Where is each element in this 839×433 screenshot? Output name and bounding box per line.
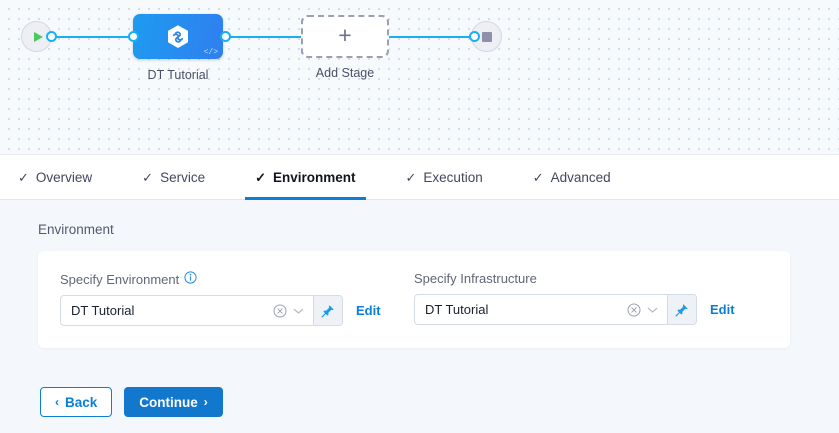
hexagon-link-icon: [166, 24, 190, 50]
specify-environment-label-row: Specify Environment: [60, 271, 414, 287]
infrastructure-select-value: DT Tutorial: [425, 302, 489, 317]
pin-infrastructure-button[interactable]: [667, 295, 696, 324]
tab-label: Overview: [35, 169, 93, 185]
infrastructure-select[interactable]: DT Tutorial: [414, 294, 697, 325]
step-tab-bar: ✓ Overview ✓ Service ✓ Environment ✓ Exe…: [0, 155, 839, 200]
stop-icon: [481, 31, 492, 42]
tab-label: Execution: [423, 169, 483, 185]
environment-card: Specify Environment DT Tutorial: [38, 251, 790, 348]
continue-button-label: Continue: [139, 394, 198, 410]
port-stage-out[interactable]: [220, 31, 231, 42]
chevron-down-icon[interactable]: [647, 306, 658, 314]
connector-wire-start: [44, 36, 134, 38]
field-label: Specify Environment: [60, 271, 180, 287]
back-button-label: Back: [65, 394, 98, 410]
info-icon[interactable]: [184, 271, 197, 287]
tab-service[interactable]: ✓ Service: [142, 155, 221, 199]
add-stage-label: Add Stage: [315, 66, 375, 80]
wizard-footer: ‹ Back Continue ›: [40, 387, 223, 417]
chevron-right-icon: ›: [203, 395, 208, 409]
pin-environment-button[interactable]: [313, 296, 342, 325]
edit-infrastructure-link[interactable]: Edit: [710, 302, 735, 317]
stage-node-label: DT Tutorial: [147, 68, 209, 82]
port-end-in[interactable]: [469, 31, 480, 42]
tab-environment[interactable]: ✓ Environment: [245, 155, 371, 200]
port-stage-in[interactable]: [128, 31, 139, 42]
edit-environment-link[interactable]: Edit: [356, 303, 381, 318]
back-button[interactable]: ‹ Back: [40, 387, 113, 417]
check-icon: ✓: [255, 169, 266, 185]
check-icon: ✓: [405, 169, 417, 185]
connector-wire-end: [389, 36, 475, 38]
tab-advanced[interactable]: ✓ Advanced: [533, 155, 627, 199]
tab-label: Service: [160, 169, 206, 185]
specify-infrastructure-row: DT Tutorial: [414, 294, 768, 325]
tab-overview[interactable]: ✓ Overview: [18, 155, 108, 199]
check-icon: ✓: [532, 169, 544, 185]
play-icon: [33, 31, 43, 42]
chevron-down-icon[interactable]: [293, 307, 304, 315]
specify-infrastructure-label-row: Specify Infrastructure: [414, 271, 768, 286]
specify-infrastructure-group: Specify Infrastructure DT Tutorial: [414, 271, 768, 326]
check-icon: ✓: [18, 169, 29, 185]
pipeline-canvas[interactable]: </> + DT Tutorial Add Stage: [0, 0, 839, 155]
page-title: Environment: [38, 222, 114, 237]
plus-icon: +: [338, 22, 352, 48]
stage-node-dt-tutorial[interactable]: </>: [133, 14, 223, 59]
tab-label: Environment: [273, 169, 356, 185]
connector-wire-middle: [225, 36, 305, 38]
environment-select[interactable]: DT Tutorial: [60, 295, 343, 326]
port-start-out[interactable]: [46, 31, 57, 42]
clear-icon[interactable]: [273, 304, 287, 318]
code-badge-icon: </>: [203, 48, 218, 57]
check-icon: ✓: [142, 169, 154, 185]
tab-execution[interactable]: ✓ Execution: [406, 155, 499, 199]
tab-label: Advanced: [550, 169, 611, 185]
specify-environment-group: Specify Environment DT Tutorial: [60, 271, 414, 326]
environment-select-value: DT Tutorial: [71, 303, 135, 318]
chevron-left-icon: ‹: [55, 395, 59, 409]
environment-panel: Environment Specify Environment DT Tutor…: [0, 200, 839, 433]
field-label: Specify Infrastructure: [414, 271, 537, 286]
continue-button[interactable]: Continue ›: [124, 387, 223, 417]
specify-environment-row: DT Tutorial: [60, 295, 414, 326]
clear-icon[interactable]: [627, 303, 641, 317]
add-stage-button[interactable]: +: [301, 15, 389, 58]
